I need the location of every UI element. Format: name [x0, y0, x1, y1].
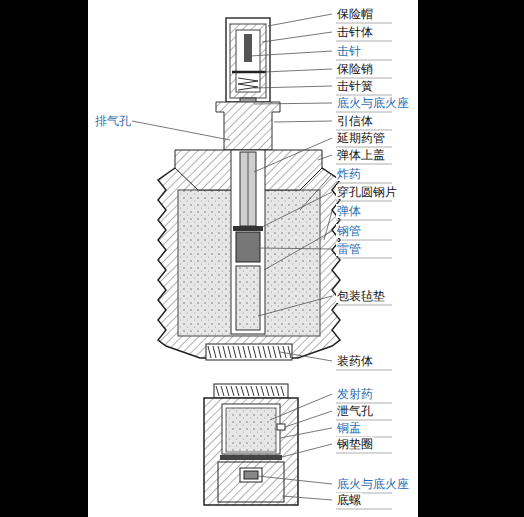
label-underline: [336, 41, 392, 42]
label-underline: [336, 164, 392, 165]
part-label: 发射药: [336, 387, 374, 401]
safety-pin: [232, 71, 266, 74]
bottom-screw: [218, 462, 284, 502]
label-underline: [336, 183, 392, 184]
detonator: [236, 232, 260, 262]
felt-pad: [236, 266, 260, 330]
part-label: 底火与底火座: [336, 477, 410, 491]
part-label: 钢垫圈: [336, 437, 374, 451]
label-underline: [336, 370, 392, 371]
leader-lines: [132, 14, 332, 500]
part-label: 底火与底火座: [336, 96, 410, 110]
label-underline: [336, 220, 392, 221]
part-label: 保险帽: [336, 7, 374, 21]
label-underline: [336, 509, 392, 510]
label-underline: [336, 258, 392, 259]
label-underline: [336, 23, 392, 24]
part-label: 雷管: [336, 242, 362, 256]
label-underline: [336, 240, 392, 241]
steel-washer: [220, 455, 282, 460]
part-label: 泄气孔: [336, 404, 374, 418]
part-label: 装药体: [336, 354, 374, 368]
part-label: 击针: [336, 44, 362, 58]
safety-cap: [226, 18, 270, 102]
part-label: 底螺: [336, 493, 362, 507]
label-underline: [336, 305, 392, 306]
part-label: 弹体: [336, 204, 362, 218]
part-label: 钢管: [336, 224, 362, 238]
part-label: 击针体: [336, 25, 374, 39]
part-label: 延期药管: [336, 131, 386, 145]
striker-body: [230, 24, 266, 98]
part-label: 铜盂: [336, 421, 362, 435]
bottom-primer: [244, 471, 258, 479]
part-label: 弹体上盖: [336, 148, 386, 162]
label-underline: [336, 453, 392, 454]
propellant: [226, 408, 276, 452]
part-label: 排气孔: [94, 114, 132, 128]
delay-tube: [240, 152, 256, 226]
perforated-disc: [233, 226, 263, 231]
striker: [244, 34, 252, 62]
label-underline: [336, 112, 392, 113]
fuse-body: [216, 102, 280, 150]
body-thread: [206, 344, 292, 360]
part-label: 炸药: [336, 167, 362, 181]
part-label: 包装毡垫: [336, 289, 386, 303]
vent-hole: [277, 424, 285, 430]
part-label: 穿孔圆钢片: [336, 185, 398, 199]
label-underline: [336, 201, 392, 202]
label-underline: [336, 60, 392, 61]
part-label: 保险销: [336, 62, 374, 76]
part-label: 引信体: [336, 114, 374, 128]
copper-cup: [222, 404, 280, 454]
part-label: 击针簧: [336, 79, 374, 93]
charge-thread: [214, 384, 288, 398]
steel-tube: [231, 150, 265, 334]
